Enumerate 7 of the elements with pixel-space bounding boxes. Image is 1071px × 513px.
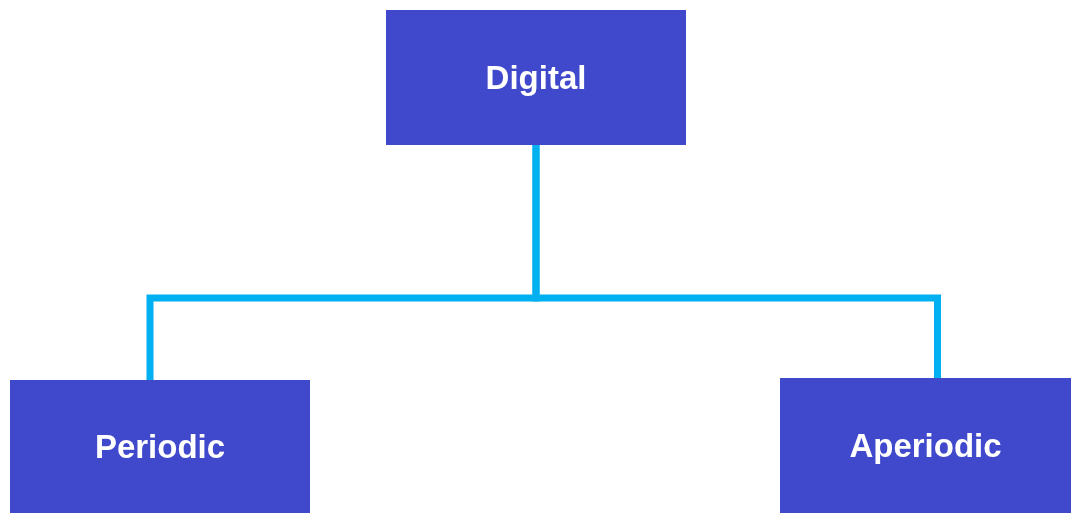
box-label: Digital [485, 57, 587, 98]
category-box [386, 10, 686, 145]
box-label: Periodic [94, 426, 226, 467]
box-label: Aperiodic [849, 425, 1002, 466]
connector-line [532, 145, 941, 378]
category-box [10, 380, 310, 513]
category-box [780, 378, 1071, 513]
